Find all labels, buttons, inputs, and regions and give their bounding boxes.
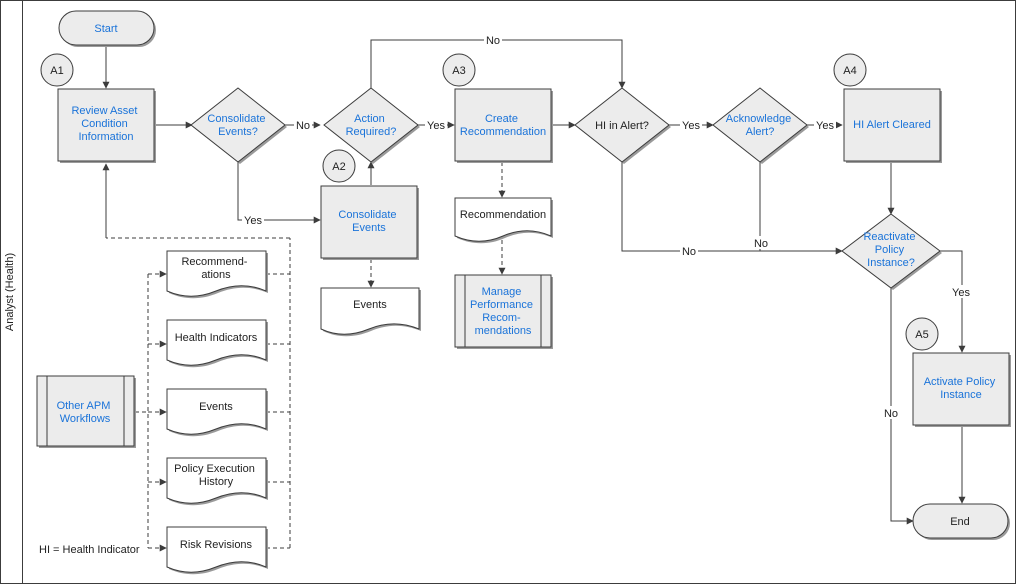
svg-text:A5: A5 bbox=[915, 329, 928, 341]
end-label: End bbox=[950, 516, 970, 528]
step-a4-hi-alert-cleared[interactable]: HI Alert Cleared bbox=[843, 88, 942, 163]
data-connectors bbox=[106, 162, 506, 552]
decision-reactivate-policy: Reactivate Policy Instance? bbox=[841, 213, 942, 290]
label-hialert-yes: Yes bbox=[682, 120, 700, 132]
health-indicators-label: Health Indicators bbox=[175, 332, 258, 344]
a5-label[interactable]: Activate Policy Instance bbox=[924, 376, 999, 401]
decision-action-required: Action Required? bbox=[323, 87, 420, 164]
document-events-output: Events bbox=[320, 287, 421, 337]
label-action-yes: Yes bbox=[427, 120, 445, 132]
step-a3-create-recommendation[interactable]: Create Recommendation bbox=[454, 88, 553, 163]
a2-label[interactable]: Consolidate Events bbox=[338, 209, 399, 234]
a1-label[interactable]: Review Asset Condition Information bbox=[71, 105, 140, 143]
step-a1-review-asset[interactable]: Review Asset Condition Information bbox=[57, 88, 156, 163]
legend-text: HI = Health Indicator bbox=[39, 544, 140, 556]
svg-text:A3: A3 bbox=[452, 65, 465, 77]
edge-consolidate-a2 bbox=[237, 162, 321, 224]
label-hialert-no: No bbox=[682, 246, 696, 258]
a3-label[interactable]: Create Recommendation bbox=[460, 113, 546, 138]
document-recommendation: Recommendation bbox=[454, 197, 553, 244]
badge-a4: A4 bbox=[833, 53, 867, 87]
acknowledge-label: Acknowledge Alert? bbox=[726, 113, 795, 138]
action-label: Action Required? bbox=[346, 113, 397, 138]
consolidate-label: Consolidate Events? bbox=[207, 113, 268, 138]
label-action-no: No bbox=[486, 35, 500, 47]
subprocess-manage-performance[interactable]: Manage Performance Recom- mendations bbox=[454, 274, 553, 349]
svg-text:A4: A4 bbox=[843, 65, 856, 77]
recommendations-label: Recommend- ations bbox=[181, 256, 250, 281]
step-a2-consolidate-events[interactable]: Consolidate Events bbox=[320, 185, 419, 260]
badge-a2: A2 bbox=[322, 149, 356, 183]
lane-label: Analyst (Health) bbox=[4, 253, 16, 331]
recommendation-label: Recommendation bbox=[460, 209, 546, 221]
svg-text:A1: A1 bbox=[50, 65, 63, 77]
policy-history-label: Policy Execution History bbox=[174, 463, 258, 488]
manage-label[interactable]: Manage Performance Recom- mendations bbox=[470, 286, 536, 337]
start-terminal[interactable]: Start bbox=[58, 10, 156, 47]
document-policy-execution-history: Policy Execution History bbox=[166, 457, 268, 506]
end-terminal: End bbox=[912, 503, 1010, 540]
document-risk-revisions: Risk Revisions bbox=[166, 526, 268, 575]
decision-acknowledge-alert: Acknowledge Alert? bbox=[712, 87, 809, 164]
label-ack-yes: Yes bbox=[816, 120, 834, 132]
badge-a5: A5 bbox=[905, 317, 939, 351]
a4-label[interactable]: HI Alert Cleared bbox=[853, 119, 931, 131]
badge-a3: A3 bbox=[442, 53, 476, 87]
document-health-indicators: Health Indicators bbox=[166, 319, 268, 368]
label-consolidate-yes: Yes bbox=[244, 215, 262, 227]
document-events: Events bbox=[166, 388, 268, 437]
subprocess-other-apm-workflows[interactable]: Other APM Workflows bbox=[36, 375, 136, 448]
events-label: Events bbox=[199, 401, 233, 413]
label-reactivate-no: No bbox=[884, 408, 898, 420]
document-recommendations: Recommend- ations bbox=[166, 250, 268, 299]
edge-reactivate-a5 bbox=[940, 250, 966, 353]
label-ack-no: No bbox=[754, 238, 768, 250]
step-a5-activate-policy[interactable]: Activate Policy Instance bbox=[912, 352, 1011, 427]
label-reactivate-yes: Yes bbox=[952, 287, 970, 299]
svg-text:A2: A2 bbox=[332, 161, 345, 173]
label-consolidate-no: No bbox=[296, 120, 310, 132]
decision-consolidate-events: Consolidate Events? bbox=[190, 87, 287, 164]
start-label[interactable]: Start bbox=[94, 23, 117, 35]
risk-revisions-label: Risk Revisions bbox=[180, 539, 253, 551]
edge-hialert-reactivate bbox=[621, 162, 843, 255]
hialert-label: HI in Alert? bbox=[595, 120, 649, 132]
reactivate-label: Reactivate Policy Instance? bbox=[863, 231, 918, 269]
edge-reactivate-end bbox=[890, 288, 914, 525]
other-apm-label[interactable]: Other APM Workflows bbox=[57, 400, 114, 425]
edge-labels: No Yes Yes No Yes No Yes No Yes No bbox=[242, 33, 972, 420]
decision-hi-in-alert: HI in Alert? bbox=[574, 87, 671, 164]
badge-a1: A1 bbox=[40, 53, 74, 87]
events-output-label: Events bbox=[353, 299, 387, 311]
